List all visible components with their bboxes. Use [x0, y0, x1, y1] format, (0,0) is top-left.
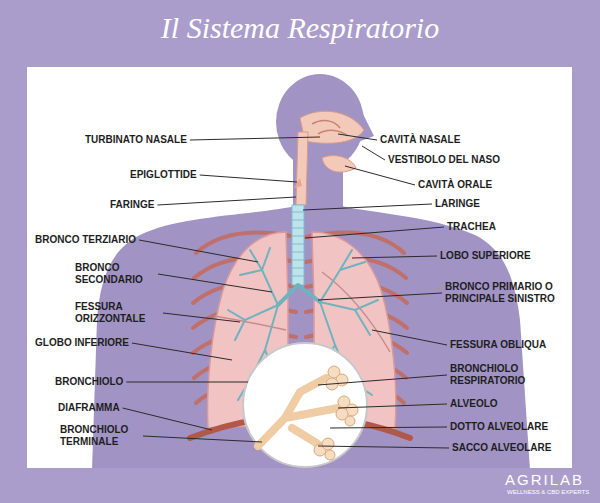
alveolus [345, 416, 355, 426]
leader-line [318, 375, 447, 385]
leader-line [305, 227, 444, 238]
part-label: VESTIBOLO DEL NASO [388, 154, 500, 166]
part-label: SACCO ALVEOLARE [452, 442, 551, 454]
leader-line [143, 436, 262, 442]
leader-line [132, 343, 232, 360]
leader-line [338, 134, 377, 140]
oral-cavity [322, 156, 356, 172]
leader-line [190, 137, 320, 140]
inset-circle [243, 343, 367, 467]
part-label: FARINGE [110, 199, 154, 211]
leader-line [318, 446, 449, 448]
nose-shape [358, 104, 374, 142]
turbinate-curls [312, 121, 348, 136]
leader-line [158, 274, 272, 292]
part-label: FESSURA ORIZZONTALE [75, 301, 160, 325]
part-label: BRONCO TERZIARIO [35, 234, 136, 246]
leader-line [139, 240, 258, 262]
leader-line [338, 404, 447, 408]
part-label: FESSURA OBLIQUA [450, 339, 546, 351]
trachea-rings [292, 212, 304, 276]
leader-line [200, 175, 297, 182]
part-label: BRONCHIOLO RESPIRATORIO [450, 363, 550, 387]
part-label: CAVITÀ NASALE [380, 134, 460, 146]
leader-line [345, 166, 415, 185]
part-label: LOBO SUPERIORE [440, 250, 531, 262]
leader-line [123, 408, 212, 430]
part-label: CAVITÀ ORALE [418, 179, 492, 191]
head-airways [294, 111, 364, 205]
watermark-tagline: WELLNESS & CBD EXPERTS [507, 489, 589, 496]
epiglottis-flap [294, 178, 302, 188]
leader-line [303, 204, 432, 210]
bronchiole-tube [258, 378, 338, 446]
watermark-logo: AGRILAB [505, 472, 584, 488]
trachea [292, 205, 304, 285]
leader-line [126, 382, 248, 383]
trachea-tube [292, 205, 304, 285]
part-label: BRONCHIOLO TERMINALE [60, 424, 140, 448]
leader-line [372, 330, 447, 345]
pharynx-tube [296, 132, 308, 205]
leader-line [163, 313, 240, 322]
part-label: LARINGE [435, 198, 480, 210]
alveoli-inset [243, 343, 367, 467]
nasal-cavity [300, 111, 364, 143]
diagram-title: Il Sistema Respiratorio [0, 10, 600, 46]
part-label: BRONCO PRIMARIO O PRINCIPALE SINISTRO [445, 281, 573, 305]
part-label: BRONCHIOLO [55, 376, 123, 388]
part-label: TRACHEA [447, 221, 496, 233]
body-silhouette [92, 74, 530, 468]
leader-line [318, 293, 442, 300]
part-label: BRONCO SECONDARIO [75, 262, 155, 286]
leader-line [362, 146, 385, 160]
part-label: GLOBO INFERIORE [35, 337, 129, 349]
alveolus [322, 438, 334, 450]
part-label: EPIGLOTTIDE [130, 169, 197, 181]
part-label: TURBINATO NASALE [85, 134, 187, 146]
part-label: ALVEOLO [450, 398, 498, 410]
primary-bronchi [278, 285, 320, 305]
part-label: DOTTO ALVEOLARE [450, 421, 548, 433]
leader-line [330, 427, 447, 428]
alveolus [325, 450, 335, 460]
part-label: DIAFRAMMA [58, 402, 120, 414]
leader-line [157, 197, 296, 205]
leader-line [352, 256, 437, 258]
